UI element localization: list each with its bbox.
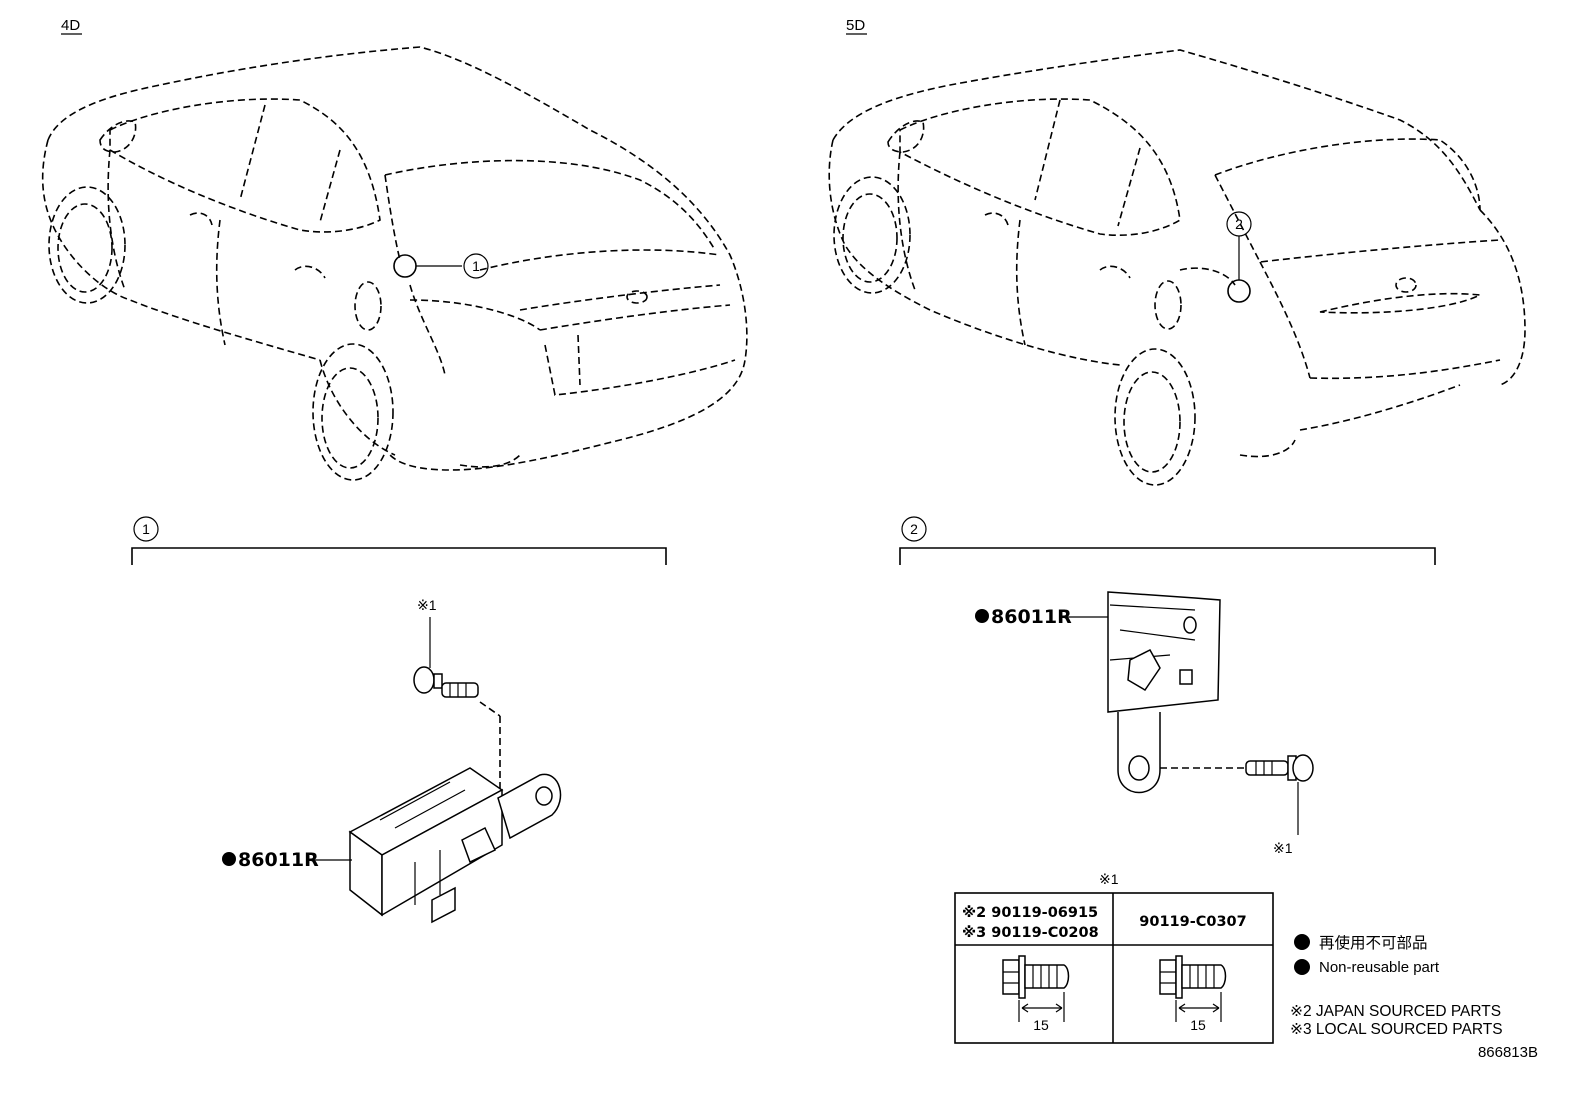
detail-1-bracket [131, 547, 667, 565]
sedan-car-drawing [41, 46, 748, 481]
legend-note-local-sourced: ※3 LOCAL SOURCED PARTS [1290, 1021, 1503, 1038]
legend-note-japan-sourced: ※2 JAPAN SOURCED PARTS [1290, 1003, 1501, 1020]
hatchback-car-drawing [828, 49, 1526, 486]
detail-2-bracket [899, 547, 1436, 565]
hatchback-callout-number: 2 [1235, 216, 1243, 232]
detail-1-part-number: 86011R [238, 849, 319, 871]
sedan-location-marker [393, 254, 417, 278]
sedan-callout-circle [463, 253, 489, 279]
detail-1-non-reusable-dot [222, 852, 236, 866]
detail-2-part-number: 86011R [991, 606, 1072, 628]
sedan-callout-number: 1 [472, 258, 480, 274]
detail-2-callout-circle [901, 516, 927, 542]
legend-non-reusable-en: Non-reusable part [1319, 959, 1440, 976]
detail-1-bolt [413, 666, 479, 698]
detail-2-bolt [1245, 754, 1314, 782]
bolt-table-frame [954, 892, 1274, 1044]
bolt-table-left-line1: ※2 90119-06915 [962, 905, 1098, 921]
legend-dot-en [1294, 959, 1310, 975]
detail-1-bolt-ref: ※1 [417, 597, 437, 613]
detail-1-sensor-module [348, 767, 562, 924]
bolt-table-right-header: 90119-C0307 [1139, 914, 1246, 930]
bolt-table-header-ref: ※1 [1099, 871, 1119, 887]
detail-1-callout-number: 1 [142, 521, 150, 537]
bolt-table-left-line2: ※3 90119-C0208 [962, 925, 1099, 941]
detail-2-bolt-ref: ※1 [1273, 840, 1293, 856]
detail-2-non-reusable-dot [975, 609, 989, 623]
view-label-5d: 5D [846, 17, 865, 34]
detail-1-callout-circle [133, 516, 159, 542]
legend-non-reusable-jp: 再使用不可部品 [1319, 934, 1428, 952]
detail-1-bolt-path-a [479, 701, 501, 717]
diagram-id: 866813B [1478, 1044, 1538, 1061]
detail-2-sensor-module [1107, 591, 1221, 794]
view-label-4d: 4D [61, 17, 80, 34]
legend-dot-jp [1294, 934, 1310, 950]
detail-2-callout-number: 2 [910, 521, 918, 537]
hatchback-location-marker [1227, 279, 1251, 303]
bolt-table-left-dimension: 15 [1033, 1017, 1049, 1033]
bolt-table-right-dimension: 15 [1190, 1017, 1206, 1033]
hatchback-callout-circle [1226, 211, 1252, 237]
bolt-table-right-bolt [1159, 955, 1227, 1022]
bolt-table-left-bolt [1002, 955, 1070, 1022]
